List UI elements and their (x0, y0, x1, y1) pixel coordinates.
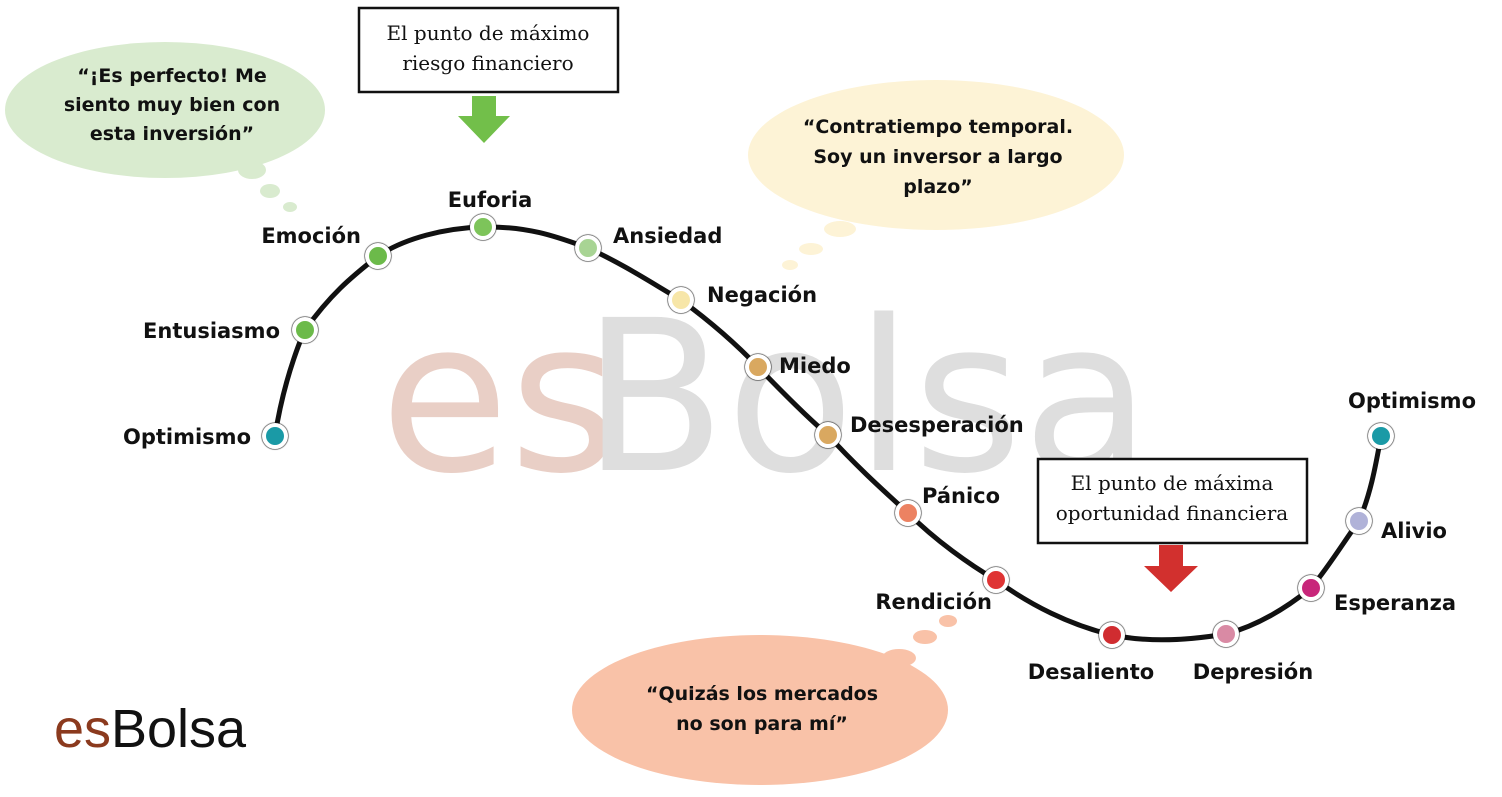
bubble-text-line: Soy un inversor a largo (813, 146, 1062, 168)
stage-marker (365, 243, 391, 269)
stage-label: Rendición (875, 590, 992, 614)
stage-marker (575, 235, 601, 261)
stage-marker (1346, 508, 1372, 534)
denial-quote-bubble: “Contratiempo temporal. Soy un inversor … (748, 80, 1124, 270)
bubble-shape (748, 80, 1124, 230)
bubble-shape (5, 42, 325, 178)
stage-marker (292, 317, 318, 343)
bubble-tail-dot (283, 202, 297, 212)
stage-marker (815, 422, 841, 448)
stage-label: Optimismo (123, 425, 251, 449)
callout-text-line: El punto de máxima (1071, 471, 1274, 495)
arrow-down-icon (458, 96, 510, 143)
logo-bolsa: Bolsa (111, 699, 247, 759)
stage-markers (262, 214, 1394, 648)
bubble-tail-dot (260, 184, 280, 198)
capitulation-quote-bubble: “Quizás los mercados no son para mí” (572, 615, 957, 785)
max-risk-callout: El punto de máximo riesgo financiero (357, 6, 620, 143)
stage-label: Depresión (1193, 660, 1313, 684)
arrow-down-icon (1144, 545, 1198, 592)
watermark-es: es (380, 275, 619, 520)
stage-marker (1213, 621, 1239, 647)
callout-text-line: riesgo financiero (402, 51, 573, 75)
logo-es: es (54, 699, 111, 759)
bubble-shape (572, 635, 948, 785)
bubble-text-line: plazo” (903, 176, 973, 198)
bubble-text-line: “Contratiempo temporal. (803, 116, 1073, 138)
bubble-tail-dot (782, 260, 798, 270)
bubble-tail-dot (882, 649, 916, 667)
stage-marker (895, 500, 921, 526)
stage-marker (1368, 423, 1394, 449)
stage-marker (745, 354, 771, 380)
callout-text-line: El punto de máximo (387, 21, 590, 45)
callout-text-line: oportunidad financiera (1056, 501, 1289, 525)
stage-marker (1298, 575, 1324, 601)
stage-label: Optimismo (1348, 389, 1476, 413)
stage-label: Ansiedad (613, 224, 722, 248)
stage-marker (668, 287, 694, 313)
callout-box (1036, 457, 1309, 545)
stage-label: Miedo (779, 354, 851, 378)
bubble-tail-dot (939, 615, 957, 627)
stage-label: Alivio (1381, 519, 1447, 543)
stage-marker (262, 423, 288, 449)
stage-marker (470, 214, 496, 240)
callout-box (357, 6, 620, 94)
bubble-tail-dot (799, 243, 823, 255)
watermark: es Bolsa (380, 275, 1151, 520)
bubble-tail-dot (824, 221, 856, 237)
bubble-text-line: esta inversión” (90, 123, 254, 145)
stage-label: Esperanza (1334, 591, 1456, 615)
stage-label: Entusiasmo (143, 319, 280, 343)
bubble-tail-dot (238, 161, 266, 179)
stage-label: Negación (707, 283, 817, 307)
stage-label: Euforia (448, 188, 533, 212)
bubble-text-line: siento muy bien con (64, 94, 280, 116)
stage-label: Pánico (922, 484, 1000, 508)
bubble-tail-dot (913, 630, 937, 644)
stage-labels: Optimismo Entusiasmo Emoción Euforia Ans… (123, 188, 1476, 684)
stage-label: Desesperación (850, 413, 1024, 437)
max-opportunity-callout: El punto de máxima oportunidad financier… (1036, 457, 1309, 592)
stage-marker (983, 567, 1009, 593)
bubble-text-line: no son para mí” (676, 713, 848, 735)
esbolsa-logo: es Bolsa (54, 699, 247, 759)
stage-label: Emoción (261, 224, 361, 248)
euphoria-quote-bubble: “¡Es perfecto! Me siento muy bien con es… (5, 42, 325, 212)
bubble-text-line: “Quizás los mercados (646, 683, 878, 705)
bubble-text-line: “¡Es perfecto! Me (77, 65, 267, 87)
stage-label: Desaliento (1028, 660, 1154, 684)
stage-marker (1099, 622, 1125, 648)
